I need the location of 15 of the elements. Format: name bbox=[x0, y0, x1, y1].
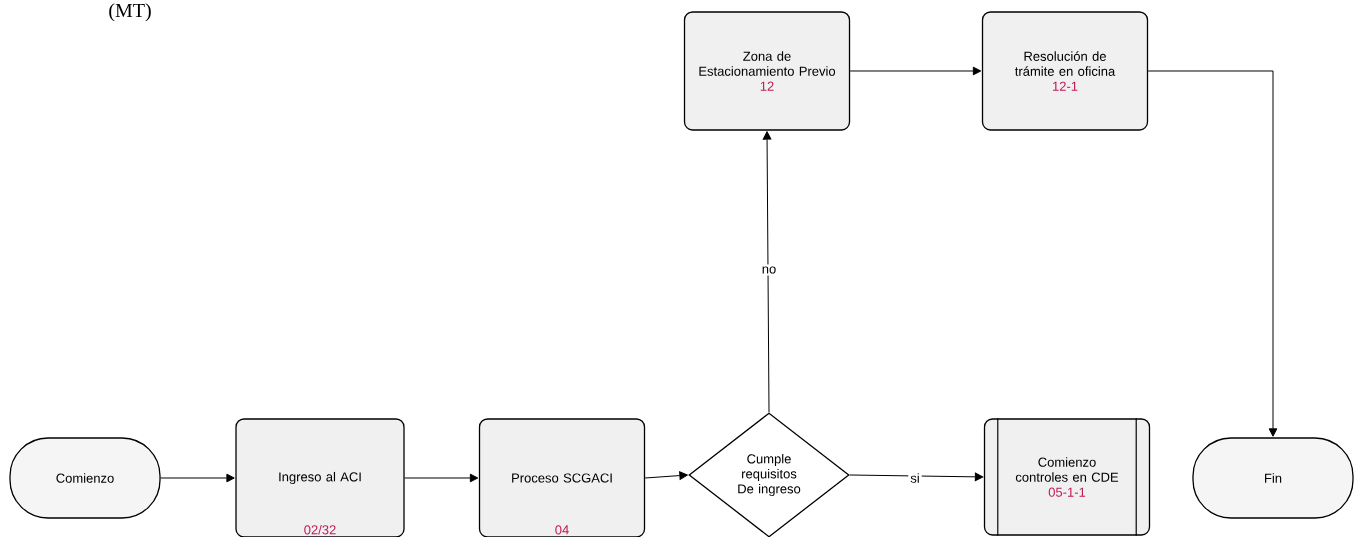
heading-fragment: (MT) bbox=[109, 3, 151, 22]
process-box: Resolución de trámite en oficina 12-1 bbox=[981, 11, 1149, 131]
subprocess-box: Comienzo controles en CDE 05-1-1 bbox=[983, 417, 1151, 537]
process-box: Proceso SCGACI 04 bbox=[478, 418, 646, 537]
edge-label: no bbox=[759, 264, 779, 276]
edge-label: si bbox=[908, 471, 922, 485]
arrow bbox=[644, 471, 688, 480]
arrow bbox=[160, 473, 235, 483]
process-box: Zona de Estacionamiento Previo 12 bbox=[683, 11, 851, 131]
arrow bbox=[404, 473, 479, 483]
arrow bbox=[849, 66, 982, 76]
arrow bbox=[849, 472, 984, 482]
arrow bbox=[762, 131, 772, 413]
process-box: Ingreso al ACI 02/32 bbox=[235, 418, 405, 537]
arrow bbox=[1147, 70, 1278, 437]
